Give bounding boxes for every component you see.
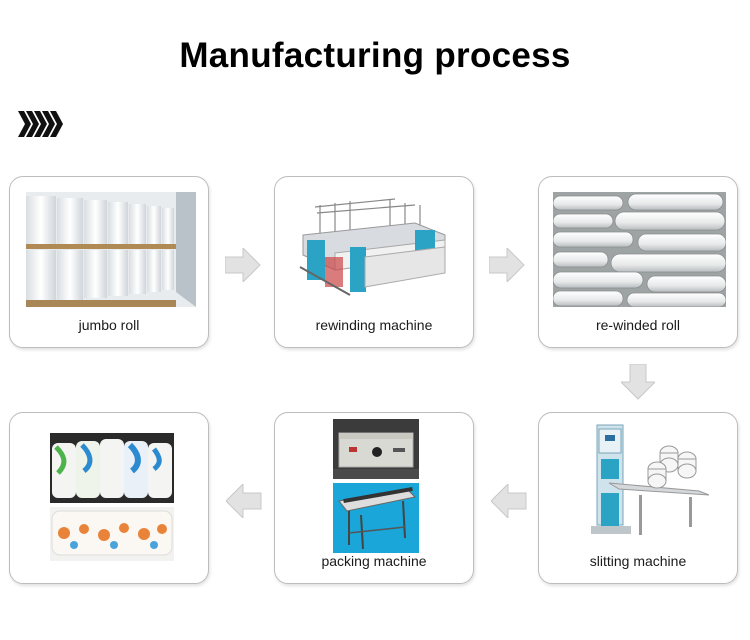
packing-machine-bottom-image [333,483,419,553]
rewinding-machine-image [295,195,455,307]
slitting-machine-image [579,423,719,548]
arrow-left-icon [226,484,262,518]
arrow-down-icon [621,364,655,400]
chevrons-icon [18,111,63,137]
re-winded-roll-image [553,192,726,307]
step-card-finished-product [9,412,209,584]
step-label: slitting machine [589,553,687,569]
step-label: packing machine [321,553,427,569]
packing-machine-top-image [333,419,419,479]
arrow-right-icon [225,248,261,282]
step-label: rewinding machine [315,317,433,333]
step-card-slitting-machine: slitting machine [538,412,738,584]
arrow-left-icon [491,484,527,518]
page-title: Manufacturing process [179,36,571,75]
step-label: jumbo roll [78,317,140,333]
step-label: re-winded roll [595,317,681,333]
arrow-right-icon [489,248,525,282]
step-card-jumbo-roll: jumbo roll [9,176,209,348]
step-card-packing-machine: packing machine [274,412,474,584]
packaged-rolls-image [50,433,174,561]
step-card-rewinding-machine: rewinding machine [274,176,474,348]
jumbo-roll-image [26,192,196,307]
step-card-re-winded-roll: re-winded roll [538,176,738,348]
